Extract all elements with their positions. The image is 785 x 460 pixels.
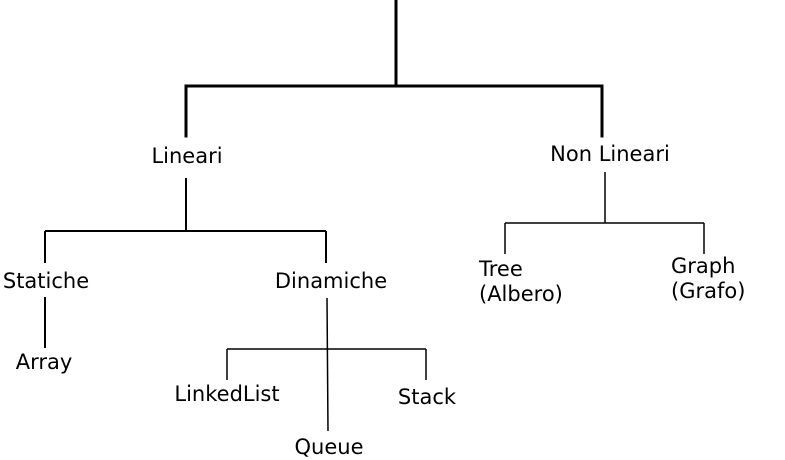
dinamiche-connectors xyxy=(226,297,427,432)
node-graph-name: Graph xyxy=(671,254,736,278)
node-stack: Stack xyxy=(397,385,457,409)
lineari-connectors xyxy=(44,178,327,348)
node-non-lineari: Non Lineari xyxy=(550,142,670,166)
non-lineari-connectors xyxy=(504,172,705,254)
node-lineari: Lineari xyxy=(151,144,223,168)
node-tree-translation: (Albero) xyxy=(479,282,563,306)
root-connectors xyxy=(184,0,604,138)
node-tree-name: Tree xyxy=(479,257,523,281)
node-dinamiche: Dinamiche xyxy=(274,269,388,293)
node-queue: Queue xyxy=(294,435,364,459)
node-linkedlist: LinkedList xyxy=(174,382,280,406)
node-graph: Graph (Grafo) xyxy=(671,254,745,304)
node-graph-translation: (Grafo) xyxy=(671,279,746,303)
node-tree: Tree (Albero) xyxy=(479,257,563,307)
node-array: Array xyxy=(15,350,73,374)
node-statiche: Statiche xyxy=(2,269,90,293)
dinamiche-stem xyxy=(326,297,329,432)
